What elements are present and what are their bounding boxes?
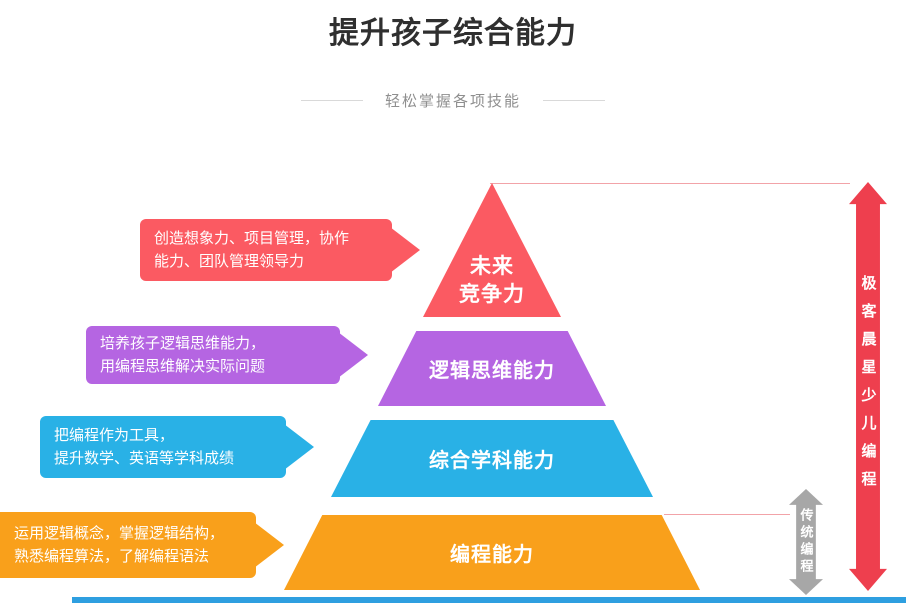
callout-future-arrow-icon — [390, 227, 420, 273]
pyramid-level-future-line2: 竞争力 — [459, 283, 525, 306]
callout-programming-line2: 熟悉编程算法，了解编程语法 — [14, 548, 210, 565]
callout-programming: 运用逻辑概念，掌握逻辑结构， 熟悉编程算法，了解编程语法 — [0, 512, 256, 578]
subtitle-text: 轻松掌握各项技能 — [384, 93, 521, 110]
subtitle-divider-right — [543, 100, 605, 101]
callout-logical-line2: 用编程思维解决实际问题 — [100, 358, 266, 375]
subtitle-divider-left — [300, 100, 363, 101]
pyramid-level-logical: 逻辑思维能力 — [378, 331, 606, 406]
pyramid-level-programming-label: 编程能力 — [450, 544, 534, 566]
callout-subjects-arrow-icon — [284, 424, 314, 470]
callout-subjects-line1: 把编程作为工具， — [54, 427, 175, 444]
callout-programming-arrow-icon — [254, 522, 284, 568]
callout-future: 创造想象力、项目管理，协作 能力、团队管理领导力 — [140, 219, 392, 281]
connector-line-traditional — [664, 514, 790, 515]
callout-subjects: 把编程作为工具， 提升数学、英语等学科成绩 — [40, 416, 286, 478]
callout-future-line1: 创造想象力、项目管理，协作 — [154, 230, 350, 247]
callout-logical: 培养孩子逻辑思维能力， 用编程思维解决实际问题 — [86, 326, 340, 384]
pyramid-level-subjects: 综合学科能力 — [331, 420, 653, 497]
pyramid-level-future-line1: 未来 — [470, 255, 514, 278]
pyramid-level-subjects-label: 综合学科能力 — [429, 450, 555, 472]
pyramid-level-future-label: 未来 竞争力 — [459, 253, 525, 309]
traditional-coding-arrow-label: 传统编程 — [798, 508, 814, 576]
callout-logical-arrow-icon — [338, 332, 368, 378]
pyramid-level-future: 未来 竞争力 — [423, 183, 561, 317]
page-title: 提升孩子综合能力 — [329, 17, 577, 50]
callout-logical-line1: 培养孩子逻辑思维能力， — [100, 335, 266, 352]
callout-programming-line1: 运用逻辑概念，掌握逻辑结构， — [14, 525, 225, 542]
callout-future-line2: 能力、团队管理领导力 — [154, 253, 305, 270]
subtitle: 轻松掌握各项技能 — [0, 90, 906, 111]
pyramid-level-programming: 编程能力 — [284, 515, 700, 590]
callout-subjects-line2: 提升数学、英语等学科成绩 — [54, 450, 235, 467]
connector-line-apex — [490, 183, 850, 184]
geek-coding-arrow-label: 极客晨星少儿编程 — [859, 274, 877, 499]
pyramid-level-logical-label: 逻辑思维能力 — [429, 360, 555, 382]
footer-accent-bar — [72, 597, 906, 603]
